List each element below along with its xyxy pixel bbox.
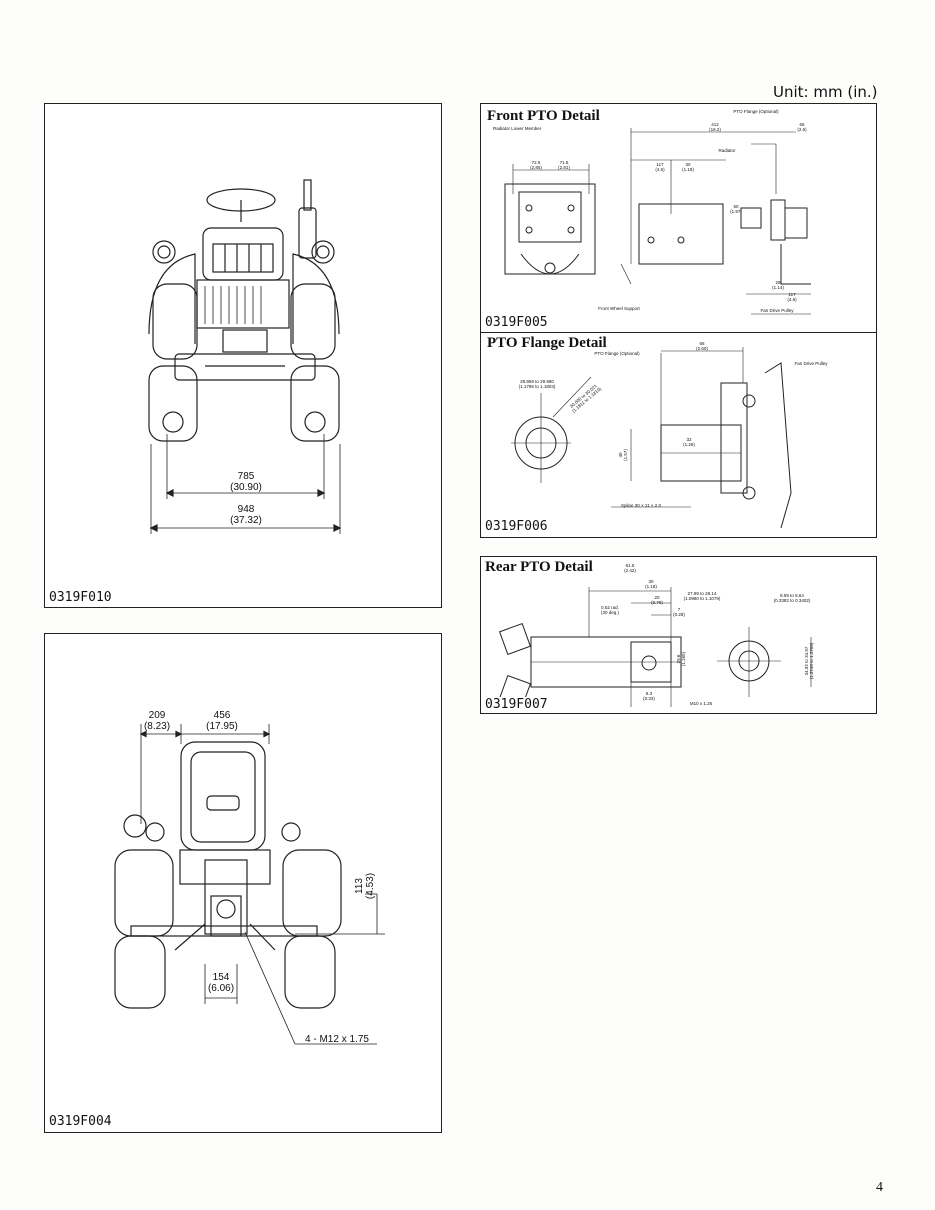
dim-d4: 66(2.6) — [797, 122, 807, 132]
dim-width: 66(2.60) — [696, 341, 708, 351]
label-front-wheel-support: Front Wheel Support — [598, 306, 640, 311]
dim-height: 32(1.26) — [683, 437, 695, 447]
tractor-rear-drawing — [114, 724, 385, 1045]
label-pto-flange: PTO Flange (Optional) — [733, 109, 779, 114]
dim-outer-width: 948 (37.32) — [230, 504, 262, 526]
figure-title: Front PTO Detail — [487, 108, 600, 125]
figure-title: Rear PTO Detail — [485, 559, 593, 576]
dim-length: 61.5(2.42) — [624, 563, 636, 573]
dim-bore: 29.959 to 29.980(1.1795 to 1.1803) — [518, 379, 556, 389]
figure-code: 0319F004 — [47, 1114, 114, 1129]
dim-height: 113 (4.53) — [354, 872, 376, 900]
figure-code: 0319F005 — [483, 315, 550, 330]
figure-front-pto: Front PTO Detail Radiator Lower Member P… — [481, 104, 876, 333]
dim-key-width: 8.59 to 8.64(0.3382 to 0.3402) — [773, 593, 811, 603]
dim-inner-width: 785 (30.90) — [230, 471, 262, 493]
label-radiator-lower-member: Radiator Lower Member — [493, 126, 542, 131]
figure-code: 0319F007 — [483, 697, 550, 712]
dim-spline-range: 27.89 to 28.14(1.0980 to 1.1079) — [683, 591, 721, 601]
figure-title: PTO Flange Detail — [487, 335, 607, 352]
dim-c: 7(0.28) — [673, 607, 685, 617]
dim-top-width: 456 (17.95) — [206, 710, 238, 732]
dim-v1: 29.6(1.165) — [676, 651, 686, 667]
page-number: 4 — [876, 1180, 883, 1195]
pto-flange-drawing — [511, 347, 792, 529]
label-fan-drive-pulley: Fan Drive Pulley — [794, 361, 828, 366]
dim-diameter: 40(1.57) — [618, 449, 628, 461]
dim-d1: 72.5(2.85) — [530, 160, 542, 170]
dim-thread: M10 x 1.25 — [689, 701, 713, 706]
dim-bolt-spec: 4 - M12 x 1.75 — [305, 1034, 369, 1045]
dim-d3: 412(16.2) — [709, 122, 721, 132]
figure-front-view: 785 (30.90) 948 (37.32) 0319F010 — [44, 103, 442, 608]
dim-angle: 0.52 rad.(30 deg.) — [600, 605, 619, 615]
figure-rear-pto: Rear PTO Detail 61.5(2.42) 30(1.18) 20(0… — [480, 556, 877, 714]
dim-b: 20(0.79) — [651, 595, 663, 605]
tractor-front-drawing — [148, 179, 342, 534]
front-pto-drawing — [504, 128, 811, 315]
dim-h: 8.3(0.33) — [643, 691, 655, 701]
label-spline: Spline 30 × 11 × 2.0 — [621, 503, 661, 508]
dim-d8: 29(1.14) — [772, 280, 784, 290]
dim-bottom-width: 154 (6.06) — [207, 972, 235, 994]
figure-front-pto-group: Front PTO Detail Radiator Lower Member P… — [480, 103, 877, 538]
dim-d5: 117(4.6) — [655, 162, 665, 172]
dim-v2: 34.92 to 34.97(1.3748 to 1.3768) — [804, 642, 814, 680]
figure-code: 0319F010 — [47, 590, 114, 605]
dim-d7: 50(1.97) — [730, 204, 742, 214]
dim-a: 30(1.18) — [645, 579, 657, 589]
dim-d9: 117(4.6) — [787, 292, 797, 302]
figure-pto-flange: PTO Flange Detail PTO Flange (Optional) … — [481, 333, 876, 537]
label-fan-drive-pulley: Fan Drive Pulley — [760, 308, 794, 313]
figure-rear-view: 209 (8.23) 456 (17.95) 113 (4.53) 154 (6… — [44, 633, 442, 1133]
label-pto-flange: PTO Flange (Optional) — [594, 351, 640, 356]
rear-pto-drawing — [498, 587, 812, 708]
figure-code: 0319F006 — [483, 519, 550, 534]
dim-left-offset: 209 (8.23) — [143, 710, 171, 732]
unit-label: Unit: mm (in.) — [773, 83, 878, 101]
dim-d6: 30(1.18) — [682, 162, 694, 172]
dim-d2: 71.5(2.81) — [558, 160, 570, 170]
label-radiator: Radiator — [718, 148, 736, 153]
